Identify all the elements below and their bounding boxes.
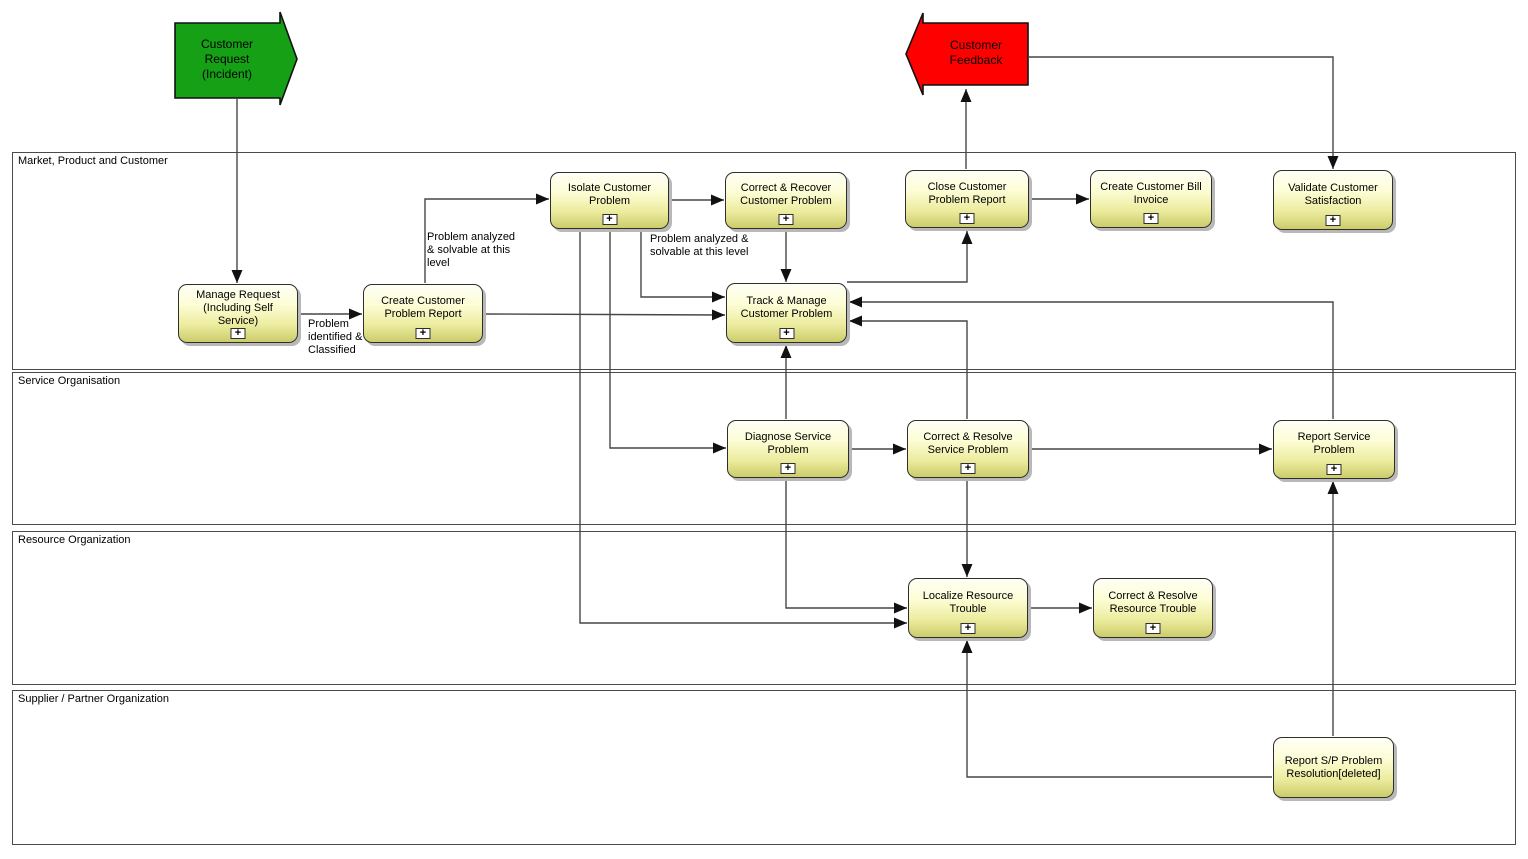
box-diagnose-service-problem[interactable]: Diagnose Service Problem + [727, 420, 849, 478]
box-correct-resolve-resource-trouble[interactable]: Correct & Resolve Resource Trouble + [1093, 578, 1213, 638]
expand-icon[interactable]: + [602, 214, 617, 225]
edge-isolate-to-track [640, 230, 725, 303]
customer-request-label: Customer Request (Incident) [200, 37, 253, 81]
box-manage-request[interactable]: Manage Request (Including Self Service) … [178, 284, 298, 343]
expand-icon[interactable]: + [415, 328, 431, 339]
expand-icon[interactable]: + [779, 328, 794, 339]
lane-label: Supplier / Partner Organization [18, 693, 170, 705]
customer-request-event-shape[interactable] [174, 11, 298, 106]
box-report-service-problem[interactable]: Report Service Problem + [1273, 420, 1395, 479]
expand-icon[interactable]: + [960, 623, 976, 634]
box-label: Manage Request (Including Self Service) [196, 288, 280, 327]
lane-label: Service Organisation [18, 375, 121, 387]
box-label: Correct & Resolve Resource Trouble [1108, 589, 1198, 615]
box-label: Create Customer Problem Report [381, 295, 465, 320]
lane-resource-organization: Resource Organization [12, 531, 1516, 685]
box-label: Diagnose Service Problem [744, 430, 832, 456]
edge-crsvc-to-track [849, 315, 968, 419]
edge-diagnose-to-localize [785, 478, 907, 614]
customer-feedback-label: Customer Feedback [949, 38, 1003, 67]
box-correct-recover-customer-problem[interactable]: Correct & Recover Customer Problem + [725, 172, 847, 229]
edge-isolate-to-diagnose [609, 230, 726, 454]
lane-service-organisation: Service Organisation [12, 372, 1516, 525]
box-report-sp-problem-resolution[interactable]: Report S/P Problem Resolution[deleted] [1273, 737, 1394, 798]
edge-track-to-close [847, 231, 973, 283]
box-track-manage-customer-problem[interactable]: Track & Manage Customer Problem + [726, 283, 847, 343]
edge-label-problem-analyzed-1: Problem analyzed & solvable at this leve… [427, 231, 516, 269]
expand-icon[interactable]: + [780, 463, 796, 474]
edge-label-problem-identified: Problem identified & Classified [308, 318, 363, 356]
box-validate-customer-satisfaction[interactable]: Validate Customer Satisfaction + [1273, 170, 1393, 230]
box-label: Validate Customer Satisfaction [1288, 181, 1378, 207]
edge-reportsvc-to-track [849, 296, 1334, 419]
edge-createcpr-to-isolate [424, 193, 549, 283]
box-label: Correct & Recover Customer Problem [740, 182, 832, 207]
expand-icon[interactable]: + [960, 463, 976, 474]
expand-icon[interactable]: + [959, 213, 975, 224]
box-label: Close Customer Problem Report [927, 180, 1007, 206]
box-label: Track & Manage Customer Problem [740, 294, 833, 320]
box-label: Correct & Resolve Service Problem [923, 430, 1013, 456]
lane-market-product-customer: Market, Product and Customer [12, 152, 1516, 370]
lane-label: Resource Organization [18, 534, 131, 546]
expand-icon[interactable]: + [230, 328, 246, 339]
edge-reportsp-to-localize [961, 640, 1272, 778]
expand-icon[interactable]: + [1325, 215, 1341, 226]
edge-createcpr-to-track [482, 309, 726, 321]
expand-icon[interactable]: + [1326, 464, 1342, 475]
expand-icon[interactable]: + [778, 214, 794, 225]
box-label: Report S/P Problem Resolution[deleted] [1284, 754, 1383, 780]
expand-icon[interactable]: + [1143, 213, 1159, 224]
box-label: Isolate Customer Problem [567, 182, 652, 207]
box-create-customer-problem-report[interactable]: Create Customer Problem Report + [363, 284, 483, 343]
expand-icon[interactable]: + [1145, 623, 1161, 634]
box-label: Report Service Problem [1297, 431, 1371, 456]
lane-supplier-partner-organization: Supplier / Partner Organization [12, 690, 1516, 845]
box-create-customer-bill-invoice[interactable]: Create Customer Bill Invoice + [1090, 170, 1212, 228]
box-label: Localize Resource Trouble [922, 589, 1014, 615]
box-close-customer-problem-report[interactable]: Close Customer Problem Report + [905, 170, 1029, 228]
box-correct-resolve-service-problem[interactable]: Correct & Resolve Service Problem + [907, 420, 1029, 478]
customer-feedback-event-shape[interactable] [905, 12, 1029, 96]
edge-isolate-to-localize [579, 230, 907, 629]
box-isolate-customer-problem[interactable]: Isolate Customer Problem + [550, 172, 669, 229]
edge-label-problem-analyzed-2: Problem analyzed & solvable at this leve… [650, 233, 749, 258]
box-label: Create Customer Bill Invoice [1100, 180, 1202, 206]
lane-label: Market, Product and Customer [18, 155, 168, 167]
edge-feedback-to-validate [1029, 56, 1339, 169]
box-localize-resource-trouble[interactable]: Localize Resource Trouble + [908, 578, 1028, 638]
